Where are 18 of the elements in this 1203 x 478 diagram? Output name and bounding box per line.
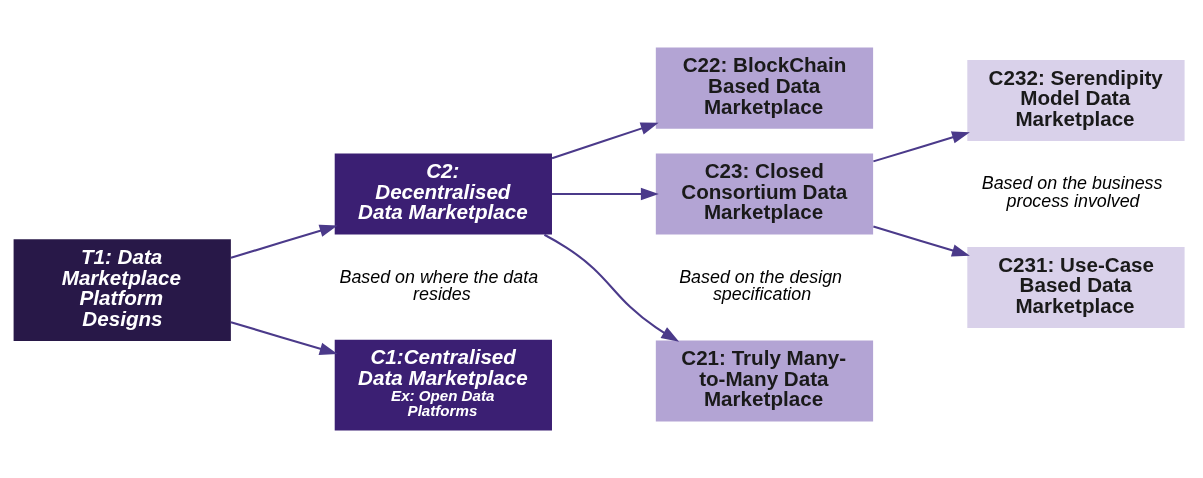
node-box: C1:Centralised Data Marketplace Ex: Open Data Platforms <box>334 339 552 431</box>
node-box: C2: Decentralised Data Marketplace <box>334 153 552 235</box>
arrow <box>552 187 659 201</box>
label: Based on where the data resides <box>339 266 539 305</box>
node-box: C231: Use-Case Based Data Marketplace <box>967 246 1185 329</box>
arrow <box>543 233 680 342</box>
node-box: C21: Truly Many-to-Many Data Marketplace <box>655 340 874 422</box>
node-box: T1: Data Marketplace Platform Designs <box>13 239 231 342</box>
label: Based on the business process involved <box>981 173 1163 211</box>
node-box: C23: Closed Consortium Data Marketplace <box>655 153 874 235</box>
arrow <box>873 131 970 163</box>
node-box: C232: Serendipity Model Data Marketplace <box>967 59 1185 141</box>
label: Based on the design specification <box>679 266 843 305</box>
arrow <box>551 122 659 160</box>
arrow <box>873 225 970 257</box>
arrow <box>230 321 338 355</box>
arrow <box>230 224 338 259</box>
node-box: C22: BlockChain Based Data Marketplace <box>655 47 874 129</box>
